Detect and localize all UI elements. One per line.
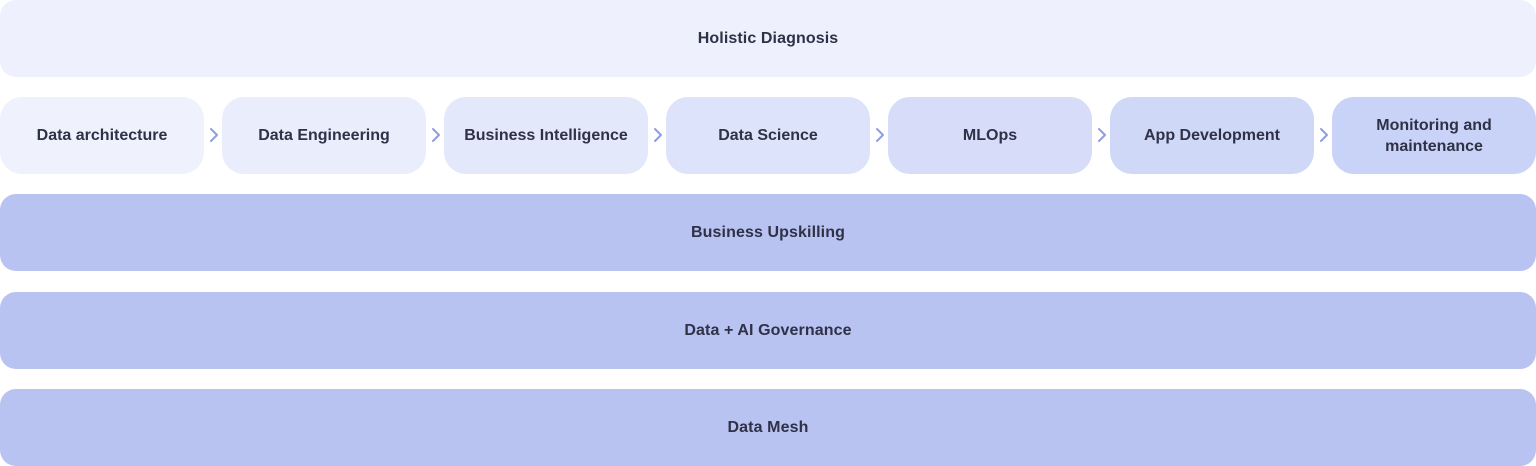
step-monitoring-and-maintenance: Monitoring and maintenance bbox=[1332, 97, 1536, 174]
chevron-right-icon bbox=[871, 125, 889, 145]
business-upskilling-band: Business Upskilling bbox=[0, 194, 1536, 271]
pipeline-steps-row: Data architecture Data Engineering Busin… bbox=[0, 97, 1536, 174]
step-data-science: Data Science bbox=[666, 97, 870, 174]
holistic-diagnosis-band: Holistic Diagnosis bbox=[0, 0, 1536, 77]
step-app-development: App Development bbox=[1110, 97, 1314, 174]
chevron-right-icon bbox=[427, 125, 445, 145]
chevron-right-icon bbox=[1315, 125, 1333, 145]
chevron-right-icon bbox=[1093, 125, 1111, 145]
step-mlops: MLOps bbox=[888, 97, 1092, 174]
chevron-right-icon bbox=[205, 125, 223, 145]
step-data-architecture: Data architecture bbox=[0, 97, 204, 174]
chevron-right-icon bbox=[649, 125, 667, 145]
data-mesh-band: Data Mesh bbox=[0, 389, 1536, 466]
step-business-intelligence: Business Intelligence bbox=[444, 97, 648, 174]
data-ai-governance-band: Data + AI Governance bbox=[0, 292, 1536, 369]
step-data-engineering: Data Engineering bbox=[222, 97, 426, 174]
